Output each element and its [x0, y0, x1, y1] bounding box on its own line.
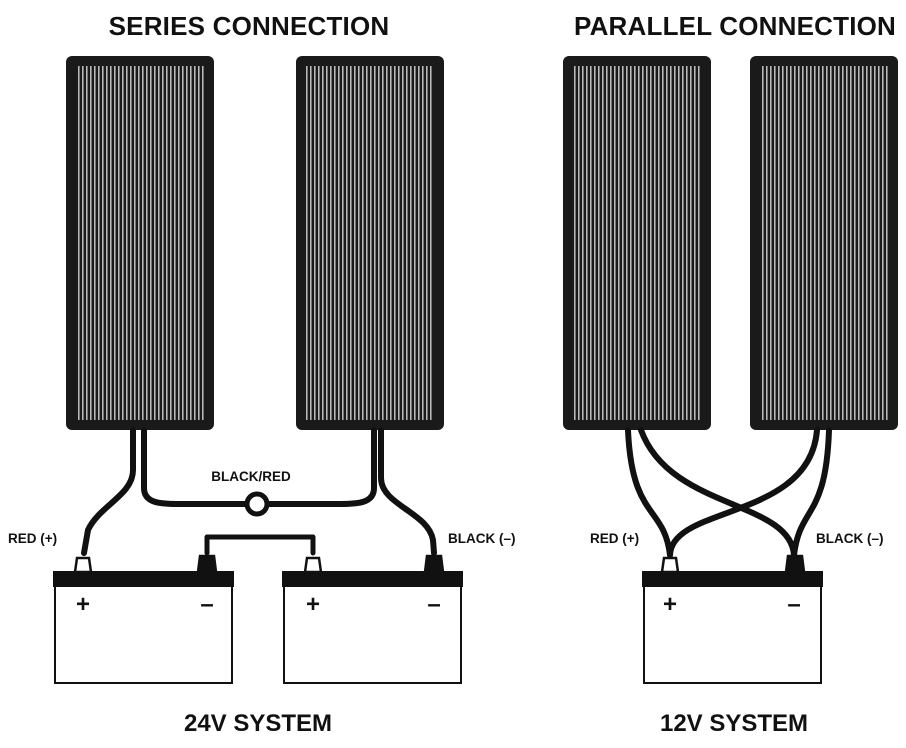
series-black-red-wire-right: [265, 427, 377, 507]
battery-series-1: [53, 554, 234, 684]
parallel-right-panel-black-wire: [791, 427, 832, 558]
series-battery-jumper: [204, 534, 316, 556]
series-battery1-minus-sign: –: [200, 591, 213, 618]
positive-terminal: [303, 556, 323, 574]
solar-panel-series-right: [296, 56, 444, 430]
solar-panel-parallel-right: [750, 56, 898, 430]
series-system-label: 24V SYSTEM: [184, 710, 332, 737]
series-black-wire: [378, 427, 437, 556]
series-black-label: BLACK (–): [448, 531, 516, 546]
negative-terminal: [196, 554, 218, 574]
series-red-label: RED (+): [8, 531, 57, 546]
solar-panel-parallel-left: [563, 56, 711, 430]
series-battery1-plus-sign: +: [76, 591, 90, 618]
series-red-wire: [81, 427, 136, 556]
parallel-left-panel-red-wire: [625, 427, 673, 558]
positive-terminal: [660, 556, 680, 574]
parallel-battery-plus-sign: +: [663, 591, 677, 618]
positive-terminal: [73, 556, 93, 574]
parallel-battery-minus-sign: –: [787, 591, 800, 618]
battery-series-2: [282, 554, 463, 684]
battery-parallel: [642, 554, 823, 684]
series-title: SERIES CONNECTION: [109, 11, 390, 41]
series-black-red-wire-left: [141, 427, 249, 507]
parallel-wires: [625, 427, 832, 558]
series-wires: [81, 427, 437, 556]
parallel-red-label: RED (+): [590, 531, 639, 546]
series-junction-connector: [244, 491, 270, 517]
parallel-black-label: BLACK (–): [816, 531, 884, 546]
negative-terminal: [784, 554, 806, 574]
negative-terminal: [423, 554, 445, 574]
parallel-system-label: 12V SYSTEM: [660, 710, 808, 737]
series-black-red-label: BLACK/RED: [211, 469, 291, 484]
parallel-right-panel-red-wire: [667, 427, 820, 558]
series-battery2-plus-sign: +: [306, 591, 320, 618]
solar-panel-series-left: [66, 56, 214, 430]
series-battery2-minus-sign: –: [427, 591, 440, 618]
parallel-left-panel-black-wire: [638, 427, 797, 558]
parallel-title: PARALLEL CONNECTION: [574, 11, 896, 41]
